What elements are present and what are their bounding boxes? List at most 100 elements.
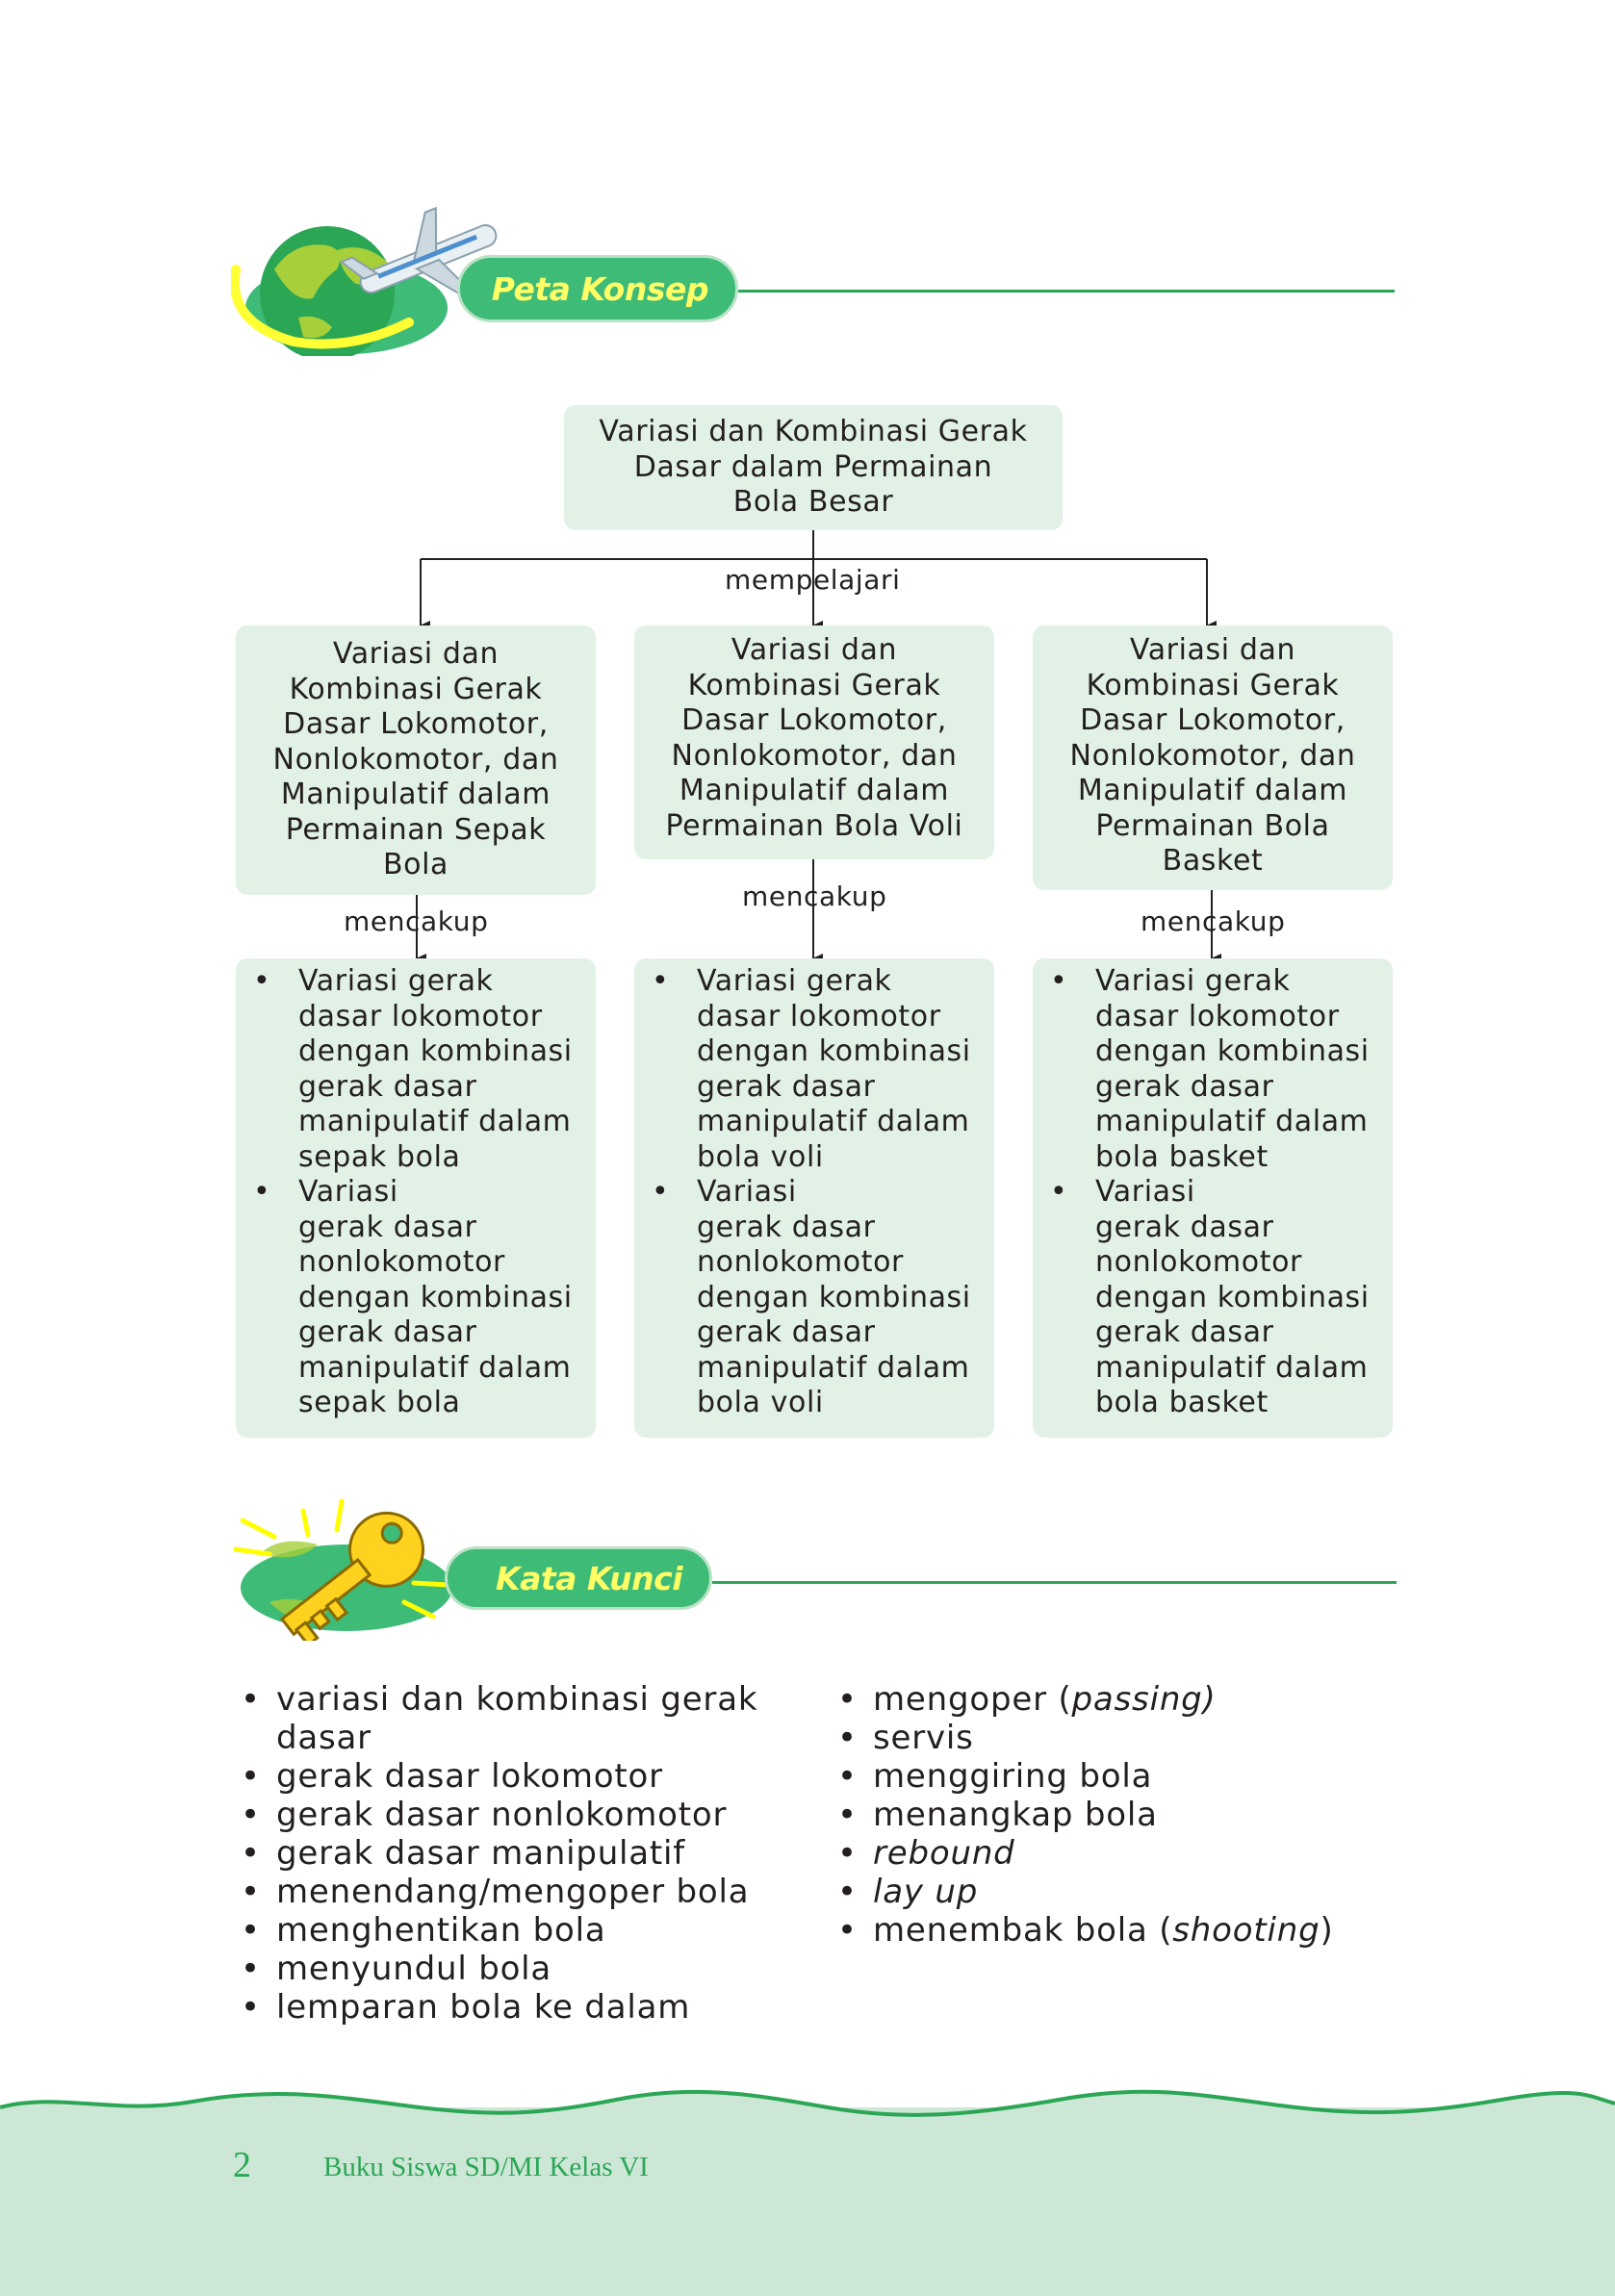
item-line: dasar lokomotor xyxy=(298,999,543,1033)
keyword-item: menyundul bola xyxy=(241,1950,789,1988)
kata-kunci-rule xyxy=(712,1581,1397,1584)
keyword-item: variasi dan kombinasi gerak dasar xyxy=(241,1680,789,1757)
branch-line: Permainan Bola Voli xyxy=(665,808,963,843)
keyword-line: dasar xyxy=(276,1719,372,1757)
item-line: manipulatif dalam xyxy=(1095,1105,1369,1138)
items-box-bola-voli: Variasi gerak dasar lokomotor dengan kom… xyxy=(634,958,994,1438)
item-line: Variasi xyxy=(1095,1175,1195,1209)
branch-line: Kombinasi Gerak xyxy=(289,672,543,706)
item-line: dengan kombinasi xyxy=(298,1280,573,1314)
item-line: gerak dasar xyxy=(697,1069,876,1104)
book-title: Buku Siswa SD/MI Kelas VI xyxy=(323,2152,649,2182)
peta-konsep-rule xyxy=(738,290,1395,293)
mempelajari-label: mempelajari xyxy=(725,564,901,596)
mencakup-label: mencakup xyxy=(742,880,887,912)
keyword-item: menggiring bola xyxy=(837,1757,1376,1796)
branch-line: Manipulatif dalam xyxy=(280,778,551,811)
keyword-italic: passing) xyxy=(1071,1680,1217,1719)
item-line: Variasi xyxy=(298,1175,398,1209)
item-line: dengan kombinasi xyxy=(697,1034,971,1068)
keyword-item: mengoper (passing) xyxy=(837,1680,1376,1719)
item-line: bola voli xyxy=(697,1386,824,1419)
keyword-text: ) xyxy=(1320,1911,1334,1950)
keyword-line: gerak dasar nonlokomotor xyxy=(276,1796,728,1834)
branch-line: Manipulatif dalam xyxy=(1077,774,1348,807)
keyword-item: menendang/mengoper bola xyxy=(241,1873,789,1911)
keyword-item: lemparan bola ke dalam xyxy=(241,1988,789,2027)
concept-root-box: Variasi dan Kombinasi Gerak Dasar dalam … xyxy=(564,405,1063,530)
branch-line: Variasi dan xyxy=(332,637,500,671)
keyword-item: lay up xyxy=(837,1873,1376,1911)
branch-line: Nonlokomotor, dan xyxy=(671,738,958,773)
item-line: gerak dasar xyxy=(697,1210,876,1244)
kata-kunci-title: Kata Kunci xyxy=(445,1546,712,1610)
keyword-item: menembak bola (shooting) xyxy=(837,1911,1376,1950)
branch-line: Variasi dan xyxy=(1129,633,1296,667)
branch-box-bola-basket: Variasi dan Kombinasi Gerak Dasar Lokomo… xyxy=(1033,625,1393,890)
keyword-line: menendang/mengoper bola xyxy=(276,1873,750,1911)
item-line: gerak dasar xyxy=(298,1069,477,1104)
keyword-item: menghentikan bola xyxy=(241,1911,789,1950)
keywords-left-list: variasi dan kombinasi gerak dasar gerak … xyxy=(241,1680,789,2027)
item-line: Variasi xyxy=(697,1175,797,1209)
branch-line: Kombinasi Gerak xyxy=(687,668,941,702)
mencakup-label: mencakup xyxy=(344,906,489,937)
branch-line: Nonlokomotor, dan xyxy=(1069,738,1356,773)
item-line: nonlokomotor xyxy=(1095,1245,1302,1279)
keyword-text: servis xyxy=(873,1719,974,1757)
item-line: bola voli xyxy=(697,1139,824,1174)
item-line: nonlokomotor xyxy=(298,1245,505,1279)
mencakup-label: mencakup xyxy=(1141,906,1286,937)
keyword-item: rebound xyxy=(837,1834,1376,1873)
keyword-line: gerak dasar lokomotor xyxy=(276,1757,663,1796)
concept-root-line: Bola Besar xyxy=(732,485,894,519)
branch-line: Basket xyxy=(1162,844,1264,878)
footer-wave xyxy=(0,2089,1615,2125)
item-line: gerak dasar xyxy=(298,1210,477,1244)
item-line: dengan kombinasi xyxy=(697,1280,971,1314)
branch-line: Permainan Bola xyxy=(1095,808,1330,843)
item-line: manipulatif dalam xyxy=(697,1350,970,1385)
branch-line: Dasar Lokomotor, xyxy=(681,703,947,737)
footer-background xyxy=(0,2107,1615,2296)
concept-map-connectors xyxy=(416,530,1221,963)
list-item: Variasi gerak dasar lokomotor dengan kom… xyxy=(253,964,590,1175)
list-item: Variasi gerak dasar nonlokomotor dengan … xyxy=(253,1175,590,1421)
branch-line: Variasi dan xyxy=(731,633,898,667)
branch-line: Manipulatif dalam xyxy=(679,774,950,807)
concept-root-line: Variasi dan Kombinasi Gerak xyxy=(599,415,1028,448)
item-line: dasar lokomotor xyxy=(1095,999,1340,1033)
items-box-sepak-bola: Variasi gerak dasar lokomotor dengan kom… xyxy=(236,958,596,1438)
keyword-item: gerak dasar lokomotor xyxy=(241,1757,789,1796)
branch-line: Dasar Lokomotor, xyxy=(283,707,549,741)
keyword-text: mengoper ( xyxy=(873,1680,1072,1719)
item-line: gerak dasar xyxy=(1095,1315,1274,1349)
keyword-item: servis xyxy=(837,1719,1376,1757)
item-line: gerak dasar xyxy=(1095,1069,1274,1104)
keyword-item: gerak dasar manipulatif xyxy=(241,1834,789,1873)
item-line: manipulatif dalam xyxy=(298,1350,572,1385)
item-line: gerak dasar xyxy=(1095,1210,1274,1244)
list-item: Variasi gerak dasar nonlokomotor dengan … xyxy=(652,1175,988,1421)
branch-line: Dasar Lokomotor, xyxy=(1080,703,1346,737)
peta-konsep-title: Peta Konsep xyxy=(457,255,738,322)
item-line: manipulatif dalam xyxy=(1095,1350,1369,1385)
item-line: gerak dasar xyxy=(697,1315,876,1349)
list-item: Variasi gerak dasar lokomotor dengan kom… xyxy=(652,964,988,1175)
keyword-item: menangkap bola xyxy=(837,1796,1376,1834)
globe-airplane-icon xyxy=(231,206,498,356)
peta-konsep-heading: Peta Konsep xyxy=(491,269,709,308)
keyword-italic: lay up xyxy=(873,1873,979,1911)
keyword-text: menembak bola ( xyxy=(873,1911,1173,1950)
item-line: nonlokomotor xyxy=(697,1245,904,1279)
branch-box-sepak-bola: Variasi dan Kombinasi Gerak Dasar Lokomo… xyxy=(236,625,596,895)
list-item: Variasi gerak dasar nonlokomotor dengan … xyxy=(1050,1175,1387,1421)
keyword-line: lemparan bola ke dalam xyxy=(276,1988,691,2027)
item-line: dengan kombinasi xyxy=(1095,1280,1370,1314)
item-line: Variasi gerak xyxy=(298,964,494,998)
branch-line: Kombinasi Gerak xyxy=(1086,668,1340,702)
item-line: dengan kombinasi xyxy=(298,1034,573,1068)
key-icon xyxy=(233,1498,452,1641)
list-item: Variasi gerak dasar lokomotor dengan kom… xyxy=(1050,964,1387,1175)
item-line: bola basket xyxy=(1095,1139,1269,1174)
